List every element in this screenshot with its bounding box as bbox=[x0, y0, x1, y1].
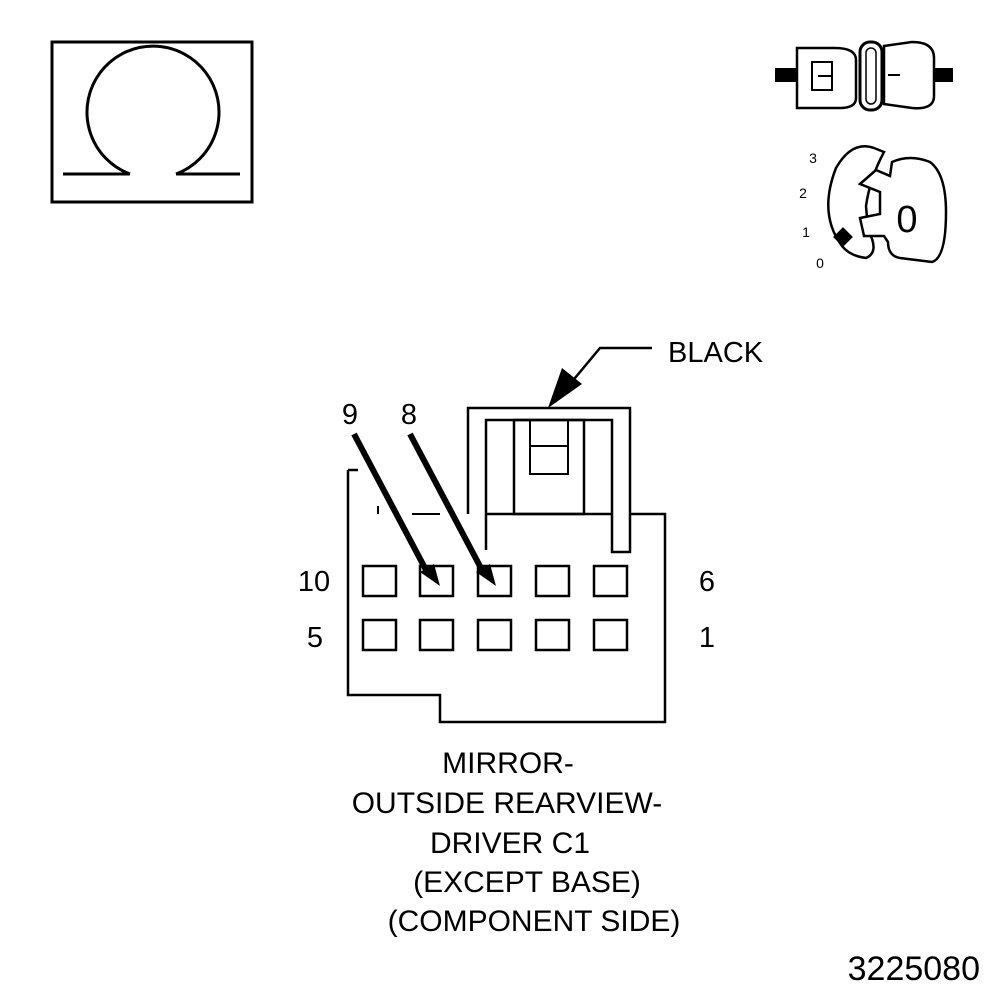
terminal-cavity-3 bbox=[476, 618, 513, 652]
ohm-symbol-icon bbox=[50, 40, 254, 204]
disconnected-connector-icon: - bbox=[775, 40, 953, 112]
key-position-label: 0 bbox=[816, 255, 824, 271]
terminal-cavity-7 bbox=[534, 564, 571, 598]
pointer-label-9: 9 bbox=[342, 399, 358, 431]
connector-body bbox=[346, 406, 667, 724]
row-label-top-left: 10 bbox=[298, 566, 330, 598]
pin-pointers bbox=[351, 432, 496, 586]
pointer-label-8: 8 bbox=[401, 399, 417, 431]
key-label: 0 bbox=[896, 199, 917, 241]
caption-line: OUTSIDE REARVIEW- bbox=[352, 787, 663, 820]
row-label-top-right: 6 bbox=[699, 566, 715, 598]
terminal-cavity-4 bbox=[418, 618, 455, 652]
caption-line: (EXCEPT BASE) bbox=[413, 866, 641, 899]
terminal-cavity-2 bbox=[534, 618, 571, 652]
terminal-cavity-5 bbox=[361, 618, 398, 652]
row-label-bottom-right: 1 bbox=[699, 622, 715, 654]
terminal-cavity-1 bbox=[592, 618, 629, 652]
figure-number: 3225080 bbox=[848, 950, 980, 988]
terminal-cavity-6 bbox=[592, 564, 629, 598]
color-leader bbox=[548, 346, 652, 408]
key-position-label: 3 bbox=[809, 150, 817, 166]
caption-line: DRIVER C1 bbox=[430, 827, 590, 860]
connector-color-label: BLACK bbox=[668, 337, 764, 369]
key-position-label: 1 bbox=[802, 224, 810, 240]
ignition-key-off-icon: 0 3 2 1 0 bbox=[799, 145, 948, 271]
caption-line: (COMPONENT SIDE) bbox=[388, 905, 681, 938]
key-position-label: 2 bbox=[799, 185, 807, 201]
terminal-cavity-10 bbox=[361, 564, 398, 598]
caption-line: MIRROR- bbox=[442, 747, 574, 780]
row-label-bottom-left: 5 bbox=[307, 622, 323, 654]
